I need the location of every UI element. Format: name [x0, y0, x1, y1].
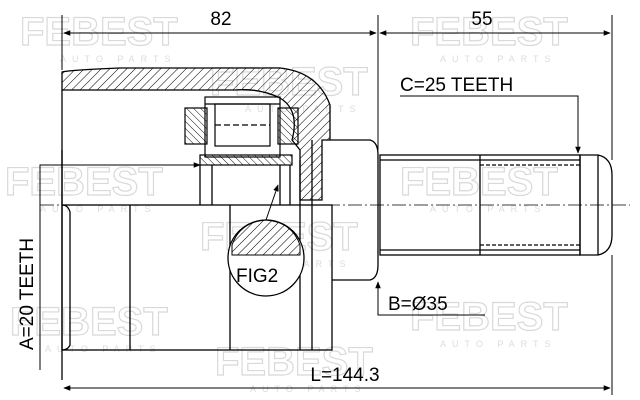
- watermark: FEBEST AUTO PARTS FEBEST AUTO PARTS FEBE…: [4, 9, 568, 394]
- watermark-sub-5: AUTO PARTS: [430, 204, 547, 214]
- watermark-sub-8: AUTO PARTS: [440, 339, 557, 349]
- watermark-brand-8: FEBEST: [410, 295, 568, 339]
- fig2-detail: FIG2: [227, 184, 305, 297]
- fig2-label: FIG2: [236, 266, 278, 287]
- housing-chamfer-left: [61, 204, 71, 351]
- roller-left-hatch: [184, 107, 208, 145]
- watermark-brand-5: FEBEST: [400, 160, 558, 204]
- callout-c-teeth: C=25 TEETH: [400, 75, 513, 96]
- joint-housing: [61, 67, 333, 380]
- watermark-brand-7: FEBEST: [10, 300, 168, 344]
- tripod-roller: [184, 96, 299, 166]
- neck: [330, 139, 379, 281]
- dim-label-55: 55: [471, 9, 492, 30]
- housing-hatched-section: [61, 67, 331, 201]
- dimension-top: [61, 15, 613, 160]
- dimension-overall: [63, 255, 613, 395]
- output-shaft: [379, 154, 613, 256]
- watermark-brand-9: FEBEST: [215, 340, 373, 384]
- callout-b-diameter: B=Ø35: [388, 294, 448, 315]
- watermark-sub-2: AUTO PARTS: [440, 54, 557, 64]
- neck-outline: [330, 139, 379, 281]
- watermark-brand-1: FEBEST: [20, 10, 178, 54]
- watermark-sub-7: AUTO PARTS: [45, 344, 162, 354]
- dim-label-overall: L=144.3: [310, 365, 379, 386]
- callout-b-leader: [375, 281, 485, 316]
- callout-c-leader: [400, 95, 581, 154]
- callout-a-teeth: A=20 TEETH: [17, 238, 38, 350]
- watermark-sub-4: AUTO PARTS: [40, 204, 157, 214]
- dim-label-82: 82: [210, 9, 231, 30]
- spider-hatch: [199, 154, 293, 166]
- watermark-sub-1: AUTO PARTS: [60, 54, 177, 64]
- fig2-leader: [265, 184, 279, 221]
- roller-right-hatch: [277, 107, 299, 145]
- watermark-brand-4: FEBEST: [5, 160, 163, 204]
- shaft-end: [579, 154, 613, 256]
- callout-a-leader: [39, 162, 201, 370]
- housing-lower-body: [61, 204, 333, 351]
- fig2-hatch: [231, 219, 301, 256]
